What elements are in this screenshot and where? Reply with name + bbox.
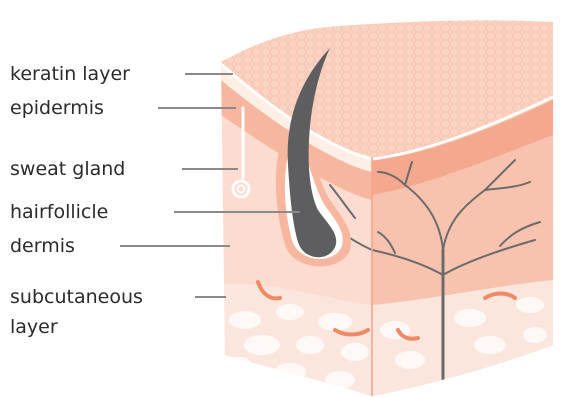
label-subcutaneous: subcutaneous layer	[10, 286, 226, 338]
label-subcutaneous-text-1: subcutaneous	[10, 286, 143, 308]
label-sweat-gland-text: sweat gland	[10, 158, 125, 180]
label-keratin: keratin layer	[10, 63, 233, 85]
label-keratin-text: keratin layer	[10, 63, 130, 85]
label-epidermis-text: epidermis	[10, 97, 104, 119]
label-dermis-text: dermis	[10, 235, 75, 257]
label-hair-follicle-text: hairfollicle	[10, 201, 108, 223]
fat-cells-front	[228, 304, 369, 389]
label-sweat-gland: sweat gland	[10, 158, 238, 180]
label-subcutaneous-text-2: layer	[10, 316, 58, 338]
label-dermis: dermis	[10, 235, 230, 257]
label-epidermis: epidermis	[10, 97, 236, 119]
